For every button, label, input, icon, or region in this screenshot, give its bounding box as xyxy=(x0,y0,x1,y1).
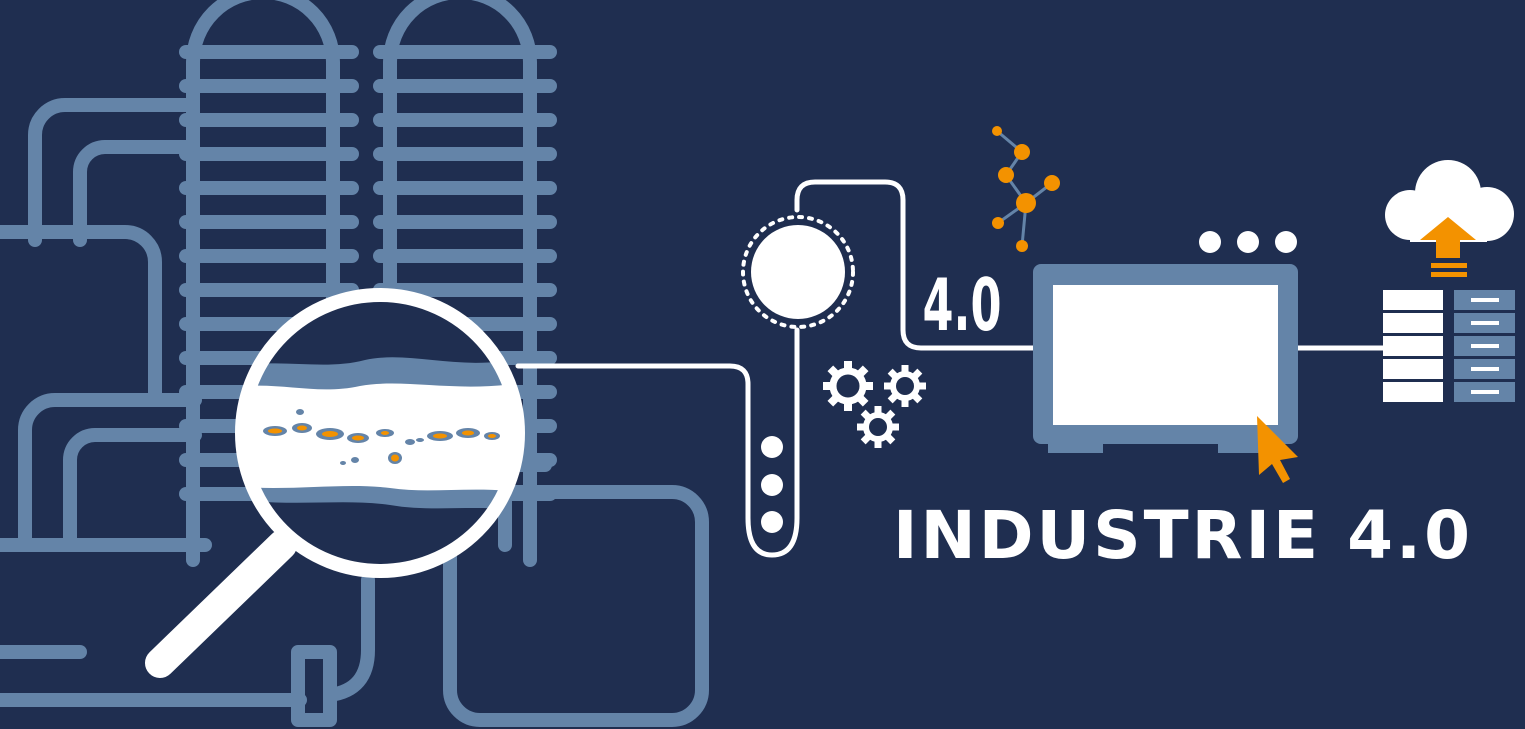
connection-lines xyxy=(515,179,1388,558)
cursor-arrow-icon xyxy=(1257,416,1298,483)
cloud-upload-icon xyxy=(1385,160,1514,277)
headline-title: INDUSTRIE 4.0 xyxy=(893,497,1473,574)
monitor-icon xyxy=(1033,231,1298,453)
gears-icon xyxy=(823,361,926,448)
badge-label: 4.0 xyxy=(922,264,1001,348)
sensor-wheel-icon xyxy=(741,215,855,533)
server-rack-icon xyxy=(1383,290,1515,402)
network-node-icon xyxy=(992,126,1060,252)
magnifier-icon xyxy=(145,288,525,678)
lens-microscopic-view xyxy=(248,357,512,510)
